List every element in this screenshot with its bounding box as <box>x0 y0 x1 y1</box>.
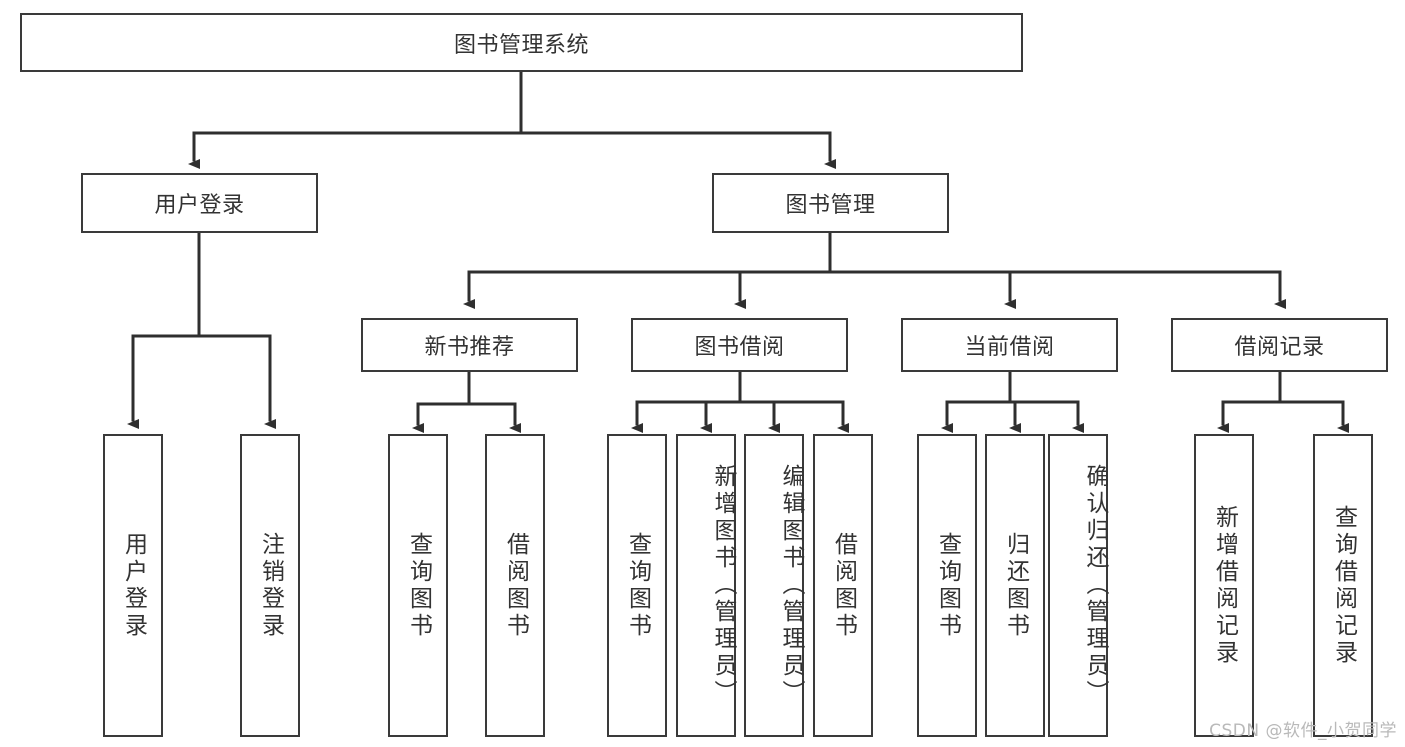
leaf-query-book-2[interactable]: 查询图书 <box>607 434 667 737</box>
node-book-manage[interactable]: 图书管理 <box>712 173 949 233</box>
leaf-query-book-3-label: 查询图书 <box>934 531 961 640</box>
leaf-query-book-1-label: 查询图书 <box>405 531 432 640</box>
leaf-borrow-book-1-label: 借阅图书 <box>502 531 529 640</box>
leaf-user-logout[interactable]: 注销登录 <box>240 434 300 737</box>
leaf-add-book[interactable]: 新增图书（管理员） <box>676 434 736 737</box>
leaf-query-book-2-label: 查询图书 <box>624 531 651 640</box>
node-root-label: 图书管理系统 <box>453 32 589 58</box>
leaf-add-record[interactable]: 新增借阅记录 <box>1194 434 1254 737</box>
node-borrow-record[interactable]: 借阅记录 <box>1171 318 1388 372</box>
leaf-borrow-book-2-label: 借阅图书 <box>830 531 857 640</box>
leaf-add-book-label: 新增图书（管理员） <box>710 464 736 707</box>
node-book-borrow-label: 图书借阅 <box>694 335 785 360</box>
node-new-book-recommend[interactable]: 新书推荐 <box>361 318 578 372</box>
node-root[interactable]: 图书管理系统 <box>20 13 1023 72</box>
leaf-query-record[interactable]: 查询借阅记录 <box>1313 434 1373 737</box>
leaf-return-book[interactable]: 归还图书 <box>985 434 1045 737</box>
leaf-borrow-book-2[interactable]: 借阅图书 <box>813 434 873 737</box>
node-book-borrow[interactable]: 图书借阅 <box>631 318 848 372</box>
leaf-confirm-return-label: 确认归还（管理员） <box>1082 464 1108 707</box>
node-new-book-recommend-label: 新书推荐 <box>424 335 515 360</box>
leaf-query-book-1[interactable]: 查询图书 <box>388 434 448 737</box>
node-borrow-record-label: 借阅记录 <box>1234 335 1325 360</box>
leaf-user-logout-label: 注销登录 <box>257 531 284 640</box>
leaf-borrow-book-1[interactable]: 借阅图书 <box>485 434 545 737</box>
node-current-borrow-label: 当前借阅 <box>964 335 1055 360</box>
node-user-login-label: 用户登录 <box>154 193 245 218</box>
leaf-edit-book-label: 编辑图书（管理员） <box>778 464 804 707</box>
leaf-query-record-label: 查询借阅记录 <box>1330 504 1357 667</box>
csdn-watermark: CSDN @软件_小贺同学 <box>1209 721 1397 741</box>
node-book-manage-label: 图书管理 <box>785 193 876 218</box>
leaf-user-login-label: 用户登录 <box>120 531 147 640</box>
leaf-return-book-label: 归还图书 <box>1002 531 1029 640</box>
leaf-user-login[interactable]: 用户登录 <box>103 434 163 737</box>
node-current-borrow[interactable]: 当前借阅 <box>901 318 1118 372</box>
leaf-confirm-return[interactable]: 确认归还（管理员） <box>1048 434 1108 737</box>
node-user-login[interactable]: 用户登录 <box>81 173 318 233</box>
leaf-add-record-label: 新增借阅记录 <box>1211 504 1238 667</box>
leaf-query-book-3[interactable]: 查询图书 <box>917 434 977 737</box>
leaf-edit-book[interactable]: 编辑图书（管理员） <box>744 434 804 737</box>
